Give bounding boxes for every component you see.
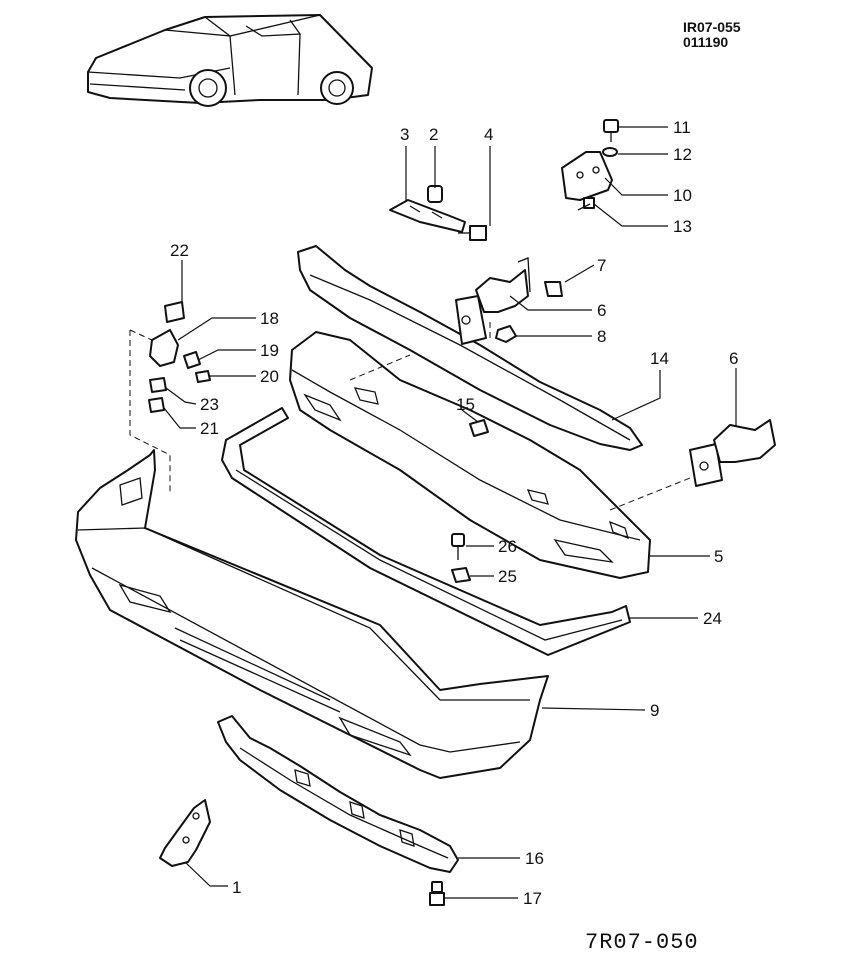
lower-bracket [217, 715, 459, 873]
car-illustration [87, 14, 373, 107]
callout-2: 2 [429, 125, 438, 144]
callout-17: 17 [523, 889, 542, 908]
figure-code: 7R07-050 [585, 930, 699, 955]
header-code-2: 011190 [683, 34, 729, 50]
callout-5: 5 [714, 547, 723, 566]
callout-23: 23 [200, 395, 219, 414]
callout-19: 19 [260, 341, 279, 360]
callout-4: 4 [484, 125, 493, 144]
upper-retainer [221, 407, 631, 656]
callout-7: 7 [597, 256, 606, 275]
callout-3: 3 [400, 125, 409, 144]
plate-bracket [389, 199, 466, 233]
callout-25: 25 [498, 567, 517, 586]
side-bracket [159, 799, 211, 867]
callout-10: 10 [673, 186, 692, 205]
corner-bracket [561, 151, 613, 201]
bumper-absorber [289, 331, 651, 579]
header-codes: IR07-055 011190 [683, 20, 741, 50]
alignment-lines [129, 322, 691, 511]
callout-11: 11 [673, 118, 691, 137]
callout-labels: 1 2 3 4 5 6 6 7 8 9 10 11 12 13 14 15 16… [170, 118, 738, 908]
callout-15: 15 [456, 395, 475, 414]
callout-13: 13 [673, 217, 692, 236]
header-code-1: IR07-055 [683, 19, 741, 35]
callout-24: 24 [703, 609, 722, 628]
callout-6b: 6 [729, 349, 738, 368]
callout-14: 14 [650, 349, 669, 368]
callout-20: 20 [260, 367, 279, 386]
callout-26: 26 [498, 537, 517, 556]
stay-bracket-right [689, 419, 776, 487]
callout-12: 12 [673, 145, 692, 164]
callout-1: 1 [232, 878, 241, 897]
stay-bracket-center [455, 257, 531, 345]
callout-6a: 6 [597, 301, 606, 320]
leader-lines [163, 126, 737, 899]
callout-21: 21 [200, 419, 219, 438]
callout-18: 18 [260, 309, 279, 328]
energy-absorber [297, 245, 643, 451]
fasteners [148, 119, 619, 906]
callout-16: 16 [525, 849, 544, 868]
callout-8: 8 [597, 327, 606, 346]
side-mount [149, 301, 185, 367]
callout-22: 22 [170, 241, 189, 260]
bumper-cover [75, 449, 549, 779]
callout-9: 9 [650, 701, 659, 720]
